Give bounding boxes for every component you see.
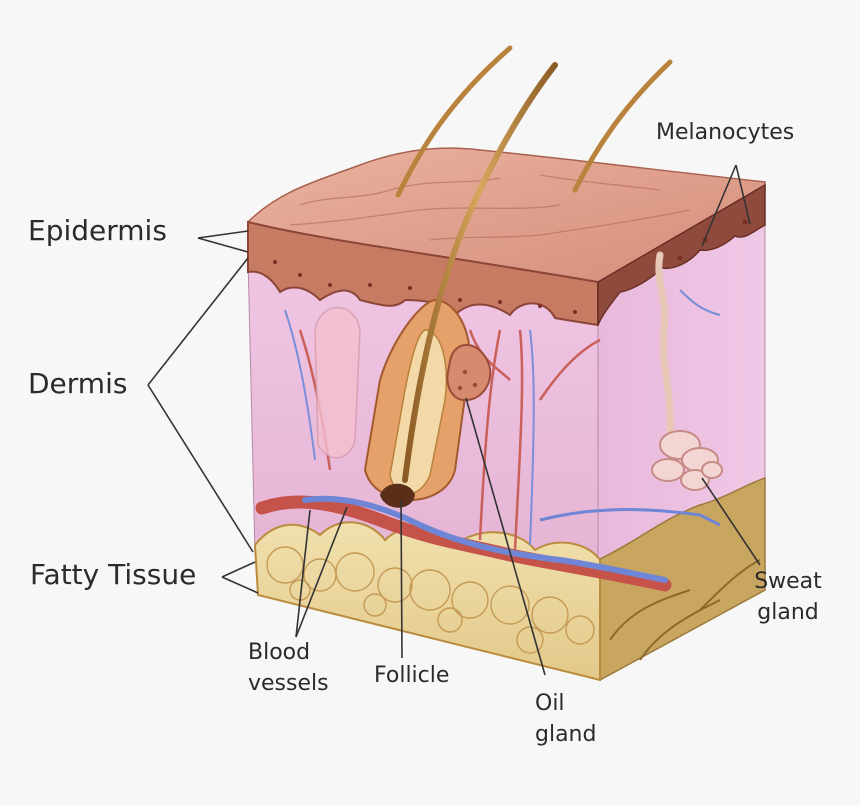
label-sweat-gland: Sweat gland [745,566,831,628]
label-epidermis: Epidermis [28,214,167,248]
label-blood-vessels: Blood vessels [240,637,350,699]
label-dermis: Dermis [28,367,127,401]
label-follicle: Follicle [374,660,449,691]
label-oil-gland: Oil gland [525,688,615,750]
label-fatty-tissue: Fatty Tissue [30,558,196,592]
label-melanocytes: Melanocytes [656,117,794,148]
